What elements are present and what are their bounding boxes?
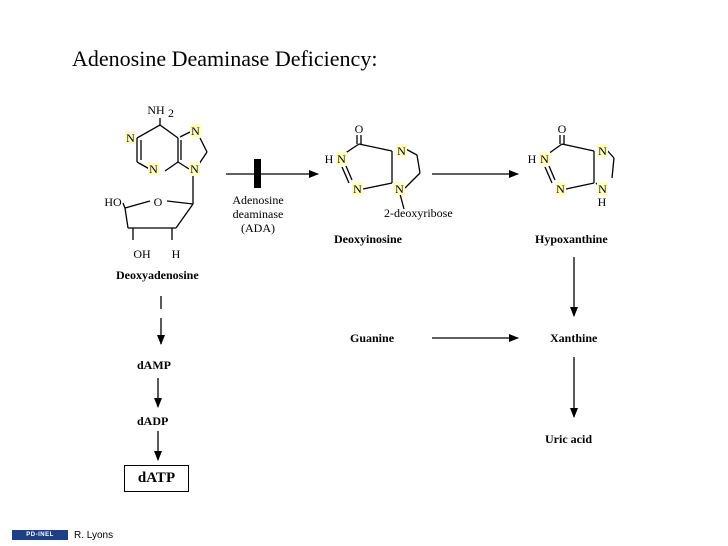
n-atom: N xyxy=(598,182,607,196)
n-highlight xyxy=(539,152,550,165)
n-atom: N xyxy=(540,152,549,166)
n-atom: N xyxy=(397,144,406,158)
enzyme-label-line3: (ADA) xyxy=(241,221,275,235)
n-atom: N xyxy=(337,152,346,166)
n-highlight xyxy=(125,131,136,144)
h-atom: H xyxy=(325,152,334,166)
deoxyadenosine-label: Deoxyadenosine xyxy=(116,268,199,282)
ho-atom: HO xyxy=(104,195,122,209)
n-atom: N xyxy=(190,162,199,176)
o-atom: O xyxy=(154,195,163,209)
uric-acid-label: Uric acid xyxy=(545,432,592,446)
datp-box: dATP xyxy=(124,465,189,492)
xanthine-label: Xanthine xyxy=(550,331,598,345)
n-atom: N xyxy=(395,182,404,196)
author-credit: R. Lyons xyxy=(74,529,114,541)
h-atom: H xyxy=(172,247,181,261)
n-atom: N xyxy=(556,182,565,196)
dadp-label: dADP xyxy=(137,414,169,428)
datp-label: dATP xyxy=(137,470,176,486)
enzyme-label-line2: deaminase xyxy=(232,207,284,221)
deoxyinosine-label: Deoxyinosine xyxy=(334,232,403,246)
o-atom: O xyxy=(355,122,364,136)
n-highlight xyxy=(597,144,608,157)
n-highlight xyxy=(396,144,407,157)
n-highlight xyxy=(189,162,200,175)
n-highlight xyxy=(555,182,566,195)
deoxyinosine-structure xyxy=(341,135,421,210)
nh2-subscript: 2 xyxy=(168,106,174,120)
institution-logo: PD-INEL xyxy=(12,530,68,540)
pathway-arrows xyxy=(154,159,578,461)
n-atom: N xyxy=(149,162,158,176)
n-highlight xyxy=(148,162,159,175)
deoxyribose-label: 2-deoxyribose xyxy=(384,206,453,220)
deoxyadenosine-structure xyxy=(122,118,208,240)
n-atom: N xyxy=(191,124,200,138)
n-highlight xyxy=(352,182,363,195)
footer: PD-INEL R. Lyons xyxy=(12,528,113,542)
oh-atom: OH xyxy=(133,247,151,261)
nh-atom: NH xyxy=(147,103,165,117)
n-atom: N xyxy=(598,144,607,158)
n-atom: N xyxy=(353,182,362,196)
h-atom: H xyxy=(528,152,537,166)
o-atom: O xyxy=(558,122,567,136)
damp-label: dAMP xyxy=(137,358,171,372)
guanine-label: Guanine xyxy=(350,331,395,345)
h-atom: H xyxy=(598,195,607,209)
nitrogen-atoms: N N N N N N N N N N N N xyxy=(125,124,608,196)
page-title: Adenosine Deaminase Deficiency: xyxy=(72,46,378,71)
n-highlight xyxy=(597,182,608,195)
n-highlight xyxy=(190,124,201,137)
hypoxanthine-label: Hypoxanthine xyxy=(535,232,608,246)
n-highlight xyxy=(394,182,405,195)
other-atoms: NH 2 O HO OH H O H O H H xyxy=(104,103,606,261)
n-highlight xyxy=(336,152,347,165)
enzyme-label: Adenosine deaminase (ADA) xyxy=(226,193,290,235)
n-atom: N xyxy=(126,131,135,145)
ada-block-bar xyxy=(254,159,261,188)
logo-text: PD-INEL xyxy=(26,532,54,538)
enzyme-label-line1: Adenosine xyxy=(232,193,284,207)
